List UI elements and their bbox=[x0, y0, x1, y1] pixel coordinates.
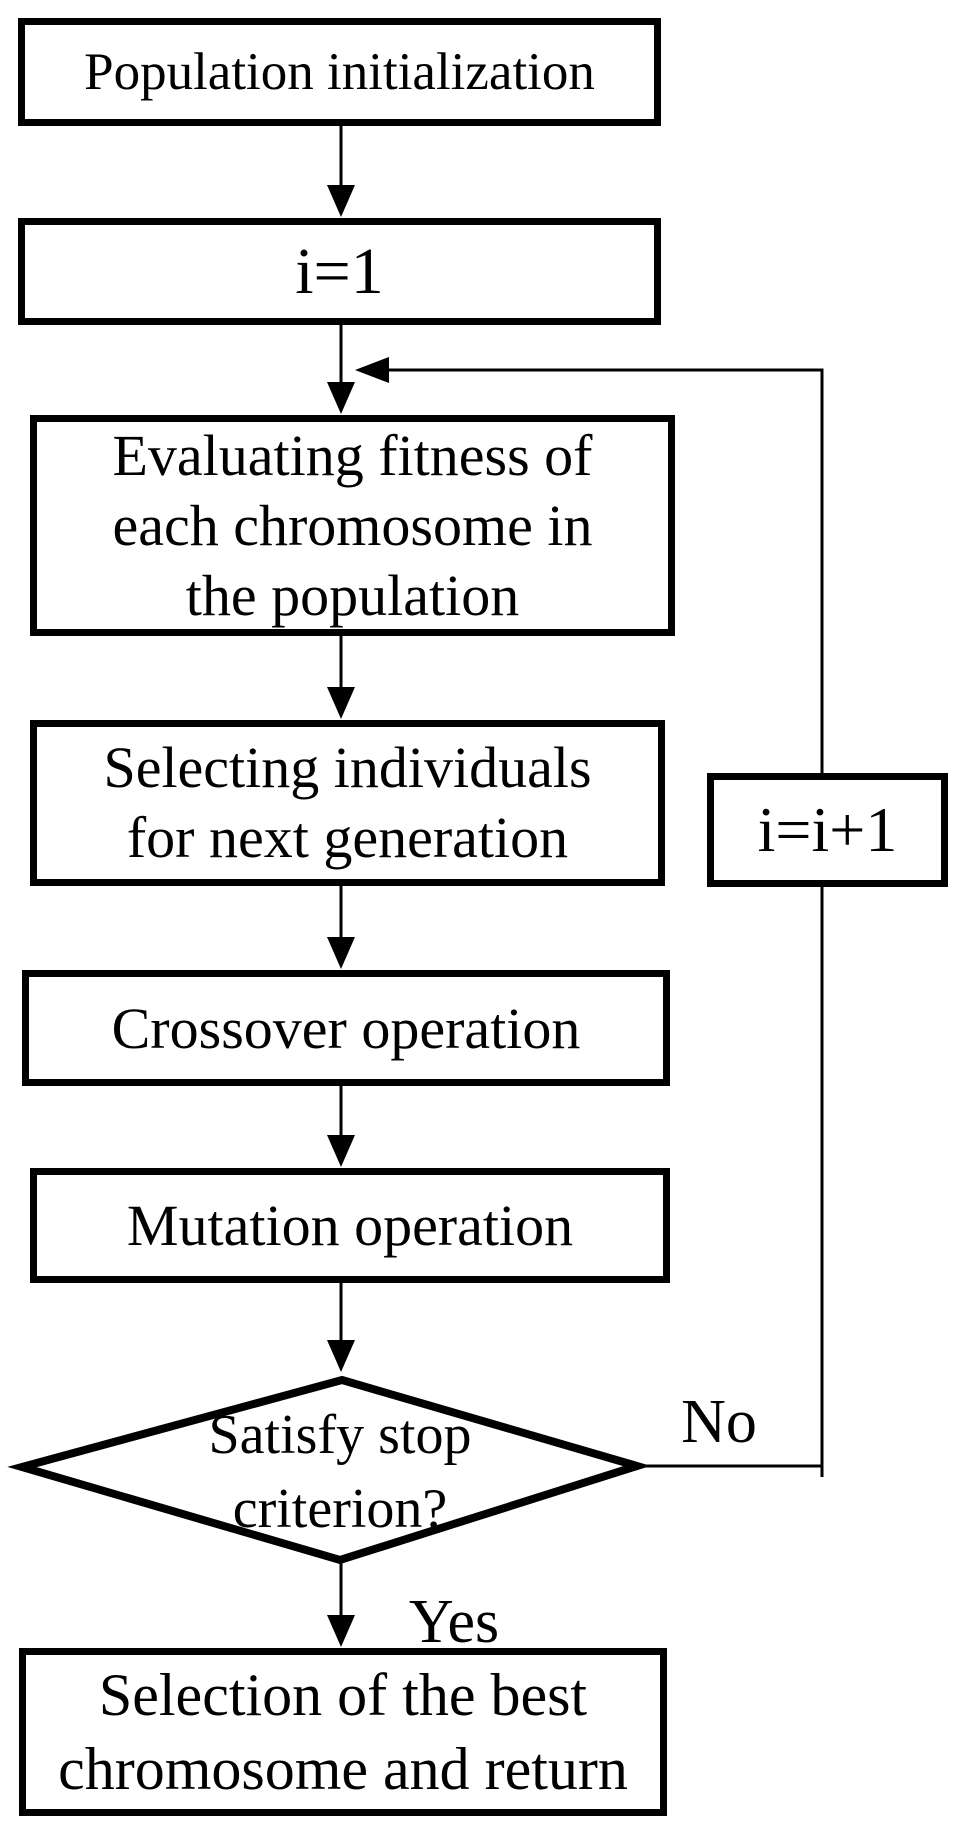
flow-arrowheads bbox=[327, 185, 389, 1647]
node-mutation: Mutation operation bbox=[30, 1168, 670, 1283]
node-label: Mutation operation bbox=[126, 1193, 574, 1258]
node-set-i: i=1 bbox=[18, 218, 661, 325]
node-label-line: for next generation bbox=[126, 805, 569, 870]
arrowhead-into-mutation bbox=[327, 1135, 355, 1167]
edge-label-text: Yes bbox=[408, 1587, 500, 1656]
arrowhead-into-crossover bbox=[327, 937, 355, 969]
node-evaluate-fitness: Evaluating fitness of each chromosome in… bbox=[30, 415, 675, 636]
edge-label-no: No bbox=[664, 1386, 774, 1458]
node-select-best: Selection of the best chromosome and ret… bbox=[19, 1648, 667, 1816]
arrowhead-into-decision bbox=[327, 1340, 355, 1372]
node-label: Population initialization bbox=[84, 43, 595, 101]
node-population-initialization: Population initialization bbox=[18, 18, 661, 126]
node-label-line: each chromosome in bbox=[112, 492, 593, 558]
node-stop-criterion-label: Satisfy stop criterion? bbox=[116, 1398, 564, 1546]
no-feedback-line bbox=[389, 368, 824, 1477]
arrowhead-into-i1 bbox=[327, 185, 355, 217]
node-label-line: chromosome and return bbox=[58, 1736, 628, 1802]
node-label-line: Evaluating fitness of bbox=[112, 422, 593, 488]
edge-label-text: No bbox=[681, 1387, 757, 1456]
node-label-line: the population bbox=[185, 562, 520, 628]
arrowhead-into-best bbox=[327, 1615, 355, 1647]
arrowhead-feedback-merge bbox=[355, 357, 389, 383]
node-select-individuals: Selecting individuals for next generatio… bbox=[30, 720, 665, 886]
node-label-line: Selecting individuals bbox=[103, 735, 592, 800]
node-label: i=i+1 bbox=[757, 794, 898, 865]
node-crossover: Crossover operation bbox=[22, 970, 670, 1086]
flow-arrow-lines bbox=[339, 126, 824, 1616]
node-label-line: Selection of the best bbox=[98, 1662, 588, 1728]
decision-diamond-shape bbox=[7, 1375, 651, 1565]
node-label-line: criterion? bbox=[232, 1478, 448, 1540]
arrowhead-into-select bbox=[327, 687, 355, 719]
node-label: i=1 bbox=[295, 234, 384, 308]
node-increment-i: i=i+1 bbox=[707, 773, 948, 887]
arrowhead-into-evaluate bbox=[327, 382, 355, 414]
node-label-line: Satisfy stop bbox=[208, 1404, 472, 1466]
node-label: Crossover operation bbox=[111, 995, 581, 1061]
edge-label-yes: Yes bbox=[394, 1586, 514, 1658]
